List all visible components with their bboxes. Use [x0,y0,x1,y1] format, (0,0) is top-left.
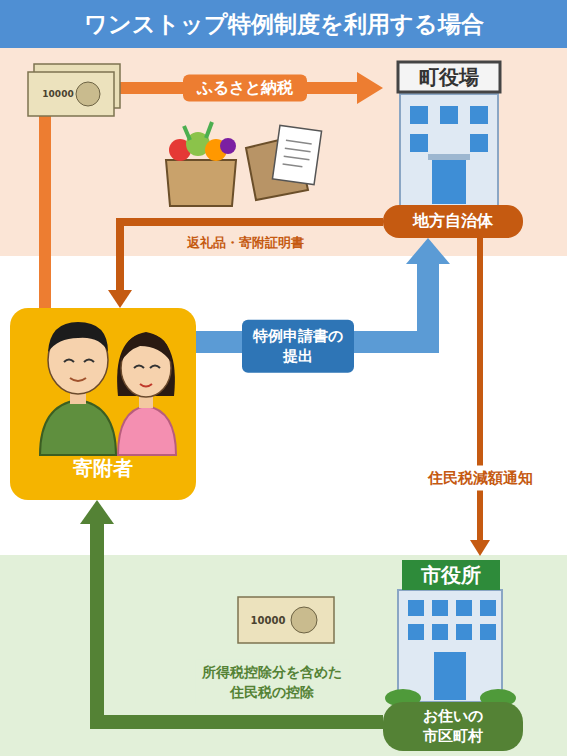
banknote-text: 10000 [42,89,73,99]
town-hall-building [398,62,500,208]
arrowhead [470,540,490,556]
title-text: ワンストップ特例制度を利用する場合 [0,0,567,48]
donor-box-shape [10,308,196,500]
connector-line [45,88,358,308]
connector [108,222,383,308]
banknote-bottom [238,597,334,643]
edge-label: 返礼品・寄附証明書 [183,233,308,253]
connector [80,500,383,722]
connector-line [120,222,383,291]
node-label: 寄附者 [10,455,196,482]
arrowhead [108,290,132,308]
edge-label: 所得税控除分を含めた 住民税の控除 [195,660,349,705]
building-sign-text: 町役場 [419,64,479,91]
banknote-top [28,64,120,116]
connector-line [477,238,483,541]
arrowhead [80,500,114,524]
gift-illustration [166,122,322,206]
node-label-inner: お住いの 市区町村 [416,707,491,746]
edge-label: ふるさと納税 [183,75,307,102]
connector [470,238,490,556]
donor-box: 寄附者 [10,308,196,500]
node-label: 地方自治体 [383,205,523,238]
banknote-text: 10000 [251,615,286,626]
connector-line [97,523,383,722]
edge-label: 住民税減額通知 [424,466,537,491]
node-label: お住いの 市区町村 [383,702,523,751]
title-bar [0,0,567,48]
arrowhead [357,72,383,104]
people-illustration [40,322,176,455]
edge-label: 特例申請書の 提出 [242,320,354,373]
building-sign-text: 市役所 [421,562,481,589]
city-hall-building [385,560,516,707]
arrowhead [406,238,450,264]
